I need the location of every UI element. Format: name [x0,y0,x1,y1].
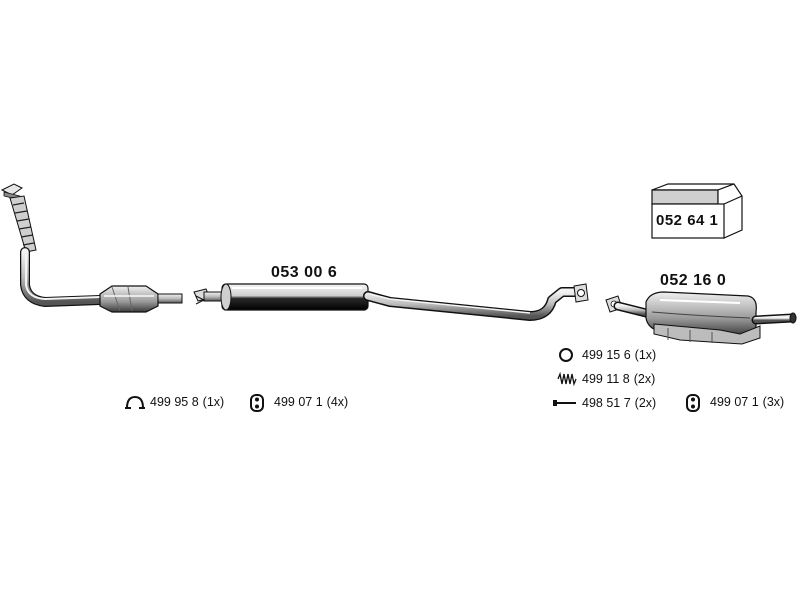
centre-silencer-part-number: 053 00 6 [271,264,338,281]
hardware-code: 499 07 1 [710,395,759,409]
hardware-code: 499 95 8 [150,395,199,409]
hardware-item: 499 07 1 (4x) [248,394,349,412]
hardware-qty: (1x) [634,348,657,362]
hardware-item: 498 51 7 (2x) [552,395,656,411]
centre-inlet-flange [193,288,225,305]
hardware-item: 499 11 8 (2x) [556,371,655,387]
hardware-qty: (1x) [202,395,225,409]
hardware-qty: (2x) [633,372,656,386]
rubber-hanger-icon [248,394,270,412]
hardware-qty: (2x) [634,396,657,410]
kit-box-part-number: 052 64 1 [656,212,719,229]
bolt-icon [552,395,578,411]
hardware-code: 499 11 8 [582,372,630,386]
rubber-hanger-icon [684,394,706,412]
hardware-item: 499 07 1 (3x) [684,394,785,412]
hardware-code: 498 51 7 [582,396,631,410]
ring-gasket-icon [556,347,578,363]
clamp-icon [124,394,146,410]
kit-box-icon [651,183,743,239]
front-pipe-catalyst [0,183,183,313]
hardware-qty: (3x) [762,395,785,409]
rear-silencer [605,291,797,345]
hardware-code: 499 15 6 [582,348,631,362]
hardware-item: 499 15 6 (1x) [556,347,656,363]
centre-silencer [193,283,589,321]
catalytic-converter [99,285,159,313]
centre-outlet-flange [573,283,589,303]
spring-icon [556,371,578,387]
hardware-item: 499 95 8 (1x) [124,394,224,410]
hardware-qty: (4x) [326,395,349,409]
rear-silencer-part-number: 052 16 0 [660,272,727,289]
front-flange [0,183,23,201]
hardware-code: 499 07 1 [274,395,323,409]
